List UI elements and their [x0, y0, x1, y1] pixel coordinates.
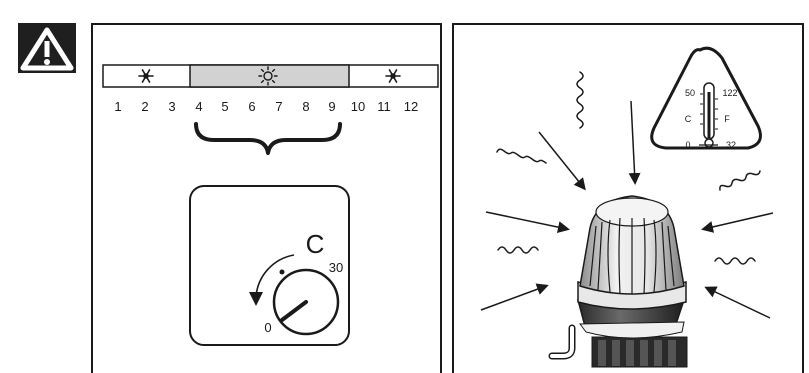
thermometer-icon — [699, 82, 718, 148]
heat-wave — [576, 71, 584, 129]
heat-arrow — [701, 212, 774, 233]
heat-arrow — [480, 283, 549, 311]
dial-min-label: 0 — [264, 320, 271, 335]
thermometer-badge: 50 C 0 122 F 32 — [650, 46, 762, 150]
heat-arrow — [538, 131, 586, 191]
indicator-dot — [279, 269, 285, 275]
month-label: 12 — [404, 99, 418, 114]
heat-arrow — [704, 286, 771, 319]
heat-wave — [496, 148, 547, 164]
month-label: 4 — [195, 99, 202, 114]
celsius-low-label: 0 — [685, 140, 690, 150]
season-bar — [102, 64, 439, 88]
dial-unit-label: C — [306, 229, 325, 259]
month-label: 11 — [377, 99, 391, 114]
month-label: 8 — [302, 99, 309, 114]
heat-arrow — [485, 211, 570, 234]
right-panel: 50 C 0 122 F 32 — [452, 23, 804, 373]
heat-waves — [496, 71, 761, 265]
celsius-unit-label: C — [685, 114, 692, 124]
summer-brace — [194, 122, 342, 155]
snowflake-icon — [385, 69, 401, 83]
month-label: 6 — [248, 99, 255, 114]
thermostatic-valve-head — [548, 195, 688, 368]
dial-max-label: 30 — [329, 260, 343, 275]
thermostat-dial: C 30 0 — [189, 185, 350, 346]
month-label: 10 — [351, 99, 365, 114]
left-panel: 1 2 3 4 5 6 7 8 9 10 11 12 C 30 0 — [91, 23, 442, 373]
month-label: 9 — [328, 99, 335, 114]
month-label: 2 — [141, 99, 148, 114]
month-labels: 1 2 3 4 5 6 7 8 9 10 11 12 — [114, 99, 418, 114]
dial-pointer — [280, 300, 308, 322]
heat-wave — [719, 170, 761, 191]
fahrenheit-low-label: 32 — [726, 140, 736, 150]
arrowhead — [249, 292, 263, 306]
month-label: 5 — [221, 99, 228, 114]
month-label: 1 — [114, 99, 121, 114]
fahrenheit-high-label: 122 — [722, 88, 737, 98]
snowflake-icon — [138, 69, 154, 83]
heat-wave — [497, 246, 539, 254]
fahrenheit-unit-label: F — [724, 114, 730, 124]
celsius-high-label: 50 — [685, 88, 695, 98]
heat-wave — [714, 257, 756, 265]
sun-icon — [258, 66, 278, 86]
warning-triangle-icon — [18, 23, 76, 73]
rotation-arrow-icon — [255, 254, 295, 298]
month-label: 7 — [275, 99, 282, 114]
heat-arrows — [480, 100, 774, 319]
summer-segment — [189, 64, 350, 88]
month-label: 3 — [168, 99, 175, 114]
heat-arrow — [628, 100, 641, 185]
